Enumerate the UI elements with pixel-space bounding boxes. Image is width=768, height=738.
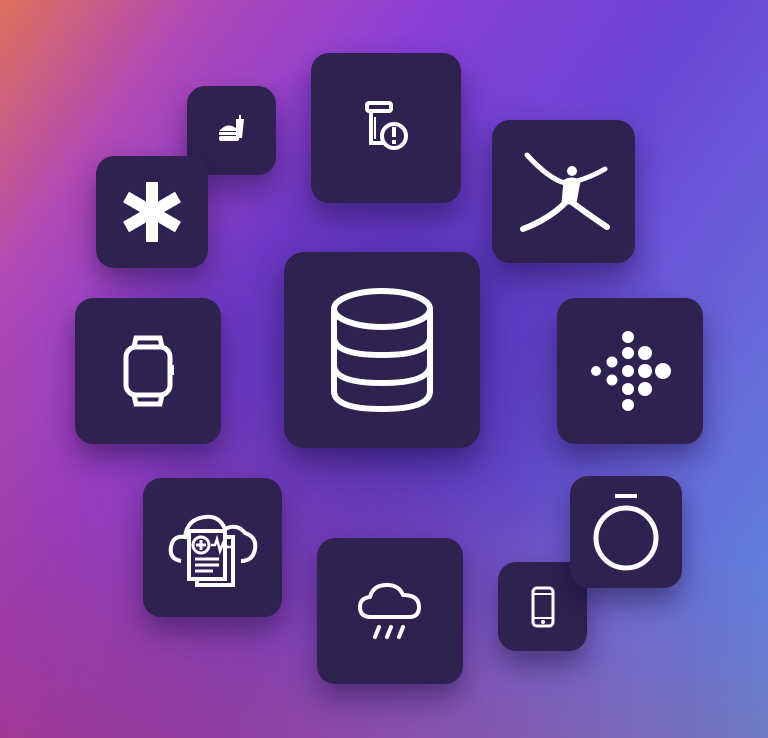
pill-alert-icon (365, 101, 408, 150)
asterisk-icon (123, 182, 181, 242)
weather-tile[interactable] (317, 538, 463, 684)
fitness-dancer-tile[interactable] (492, 120, 635, 263)
dancer-jump-icon (519, 152, 610, 232)
activity-tracker-tile[interactable] (557, 298, 703, 444)
smartphone-icon (531, 586, 554, 627)
stopwatch-ring-icon (593, 494, 659, 571)
health-record-cloud-icon (168, 514, 257, 587)
asterisk-tile[interactable] (96, 156, 208, 268)
dots-grid-icon (591, 331, 671, 411)
central-database-hub[interactable] (284, 252, 480, 448)
smartwatch-icon (123, 335, 174, 407)
smartwatch-tile[interactable] (75, 298, 221, 444)
medication-alert-tile[interactable] (311, 53, 461, 203)
stopwatch-tile[interactable] (570, 476, 682, 588)
health-record-tile[interactable] (143, 478, 282, 617)
database-icon (331, 288, 433, 413)
rain-cloud-icon (358, 583, 421, 639)
fast-food-icon (218, 114, 244, 141)
